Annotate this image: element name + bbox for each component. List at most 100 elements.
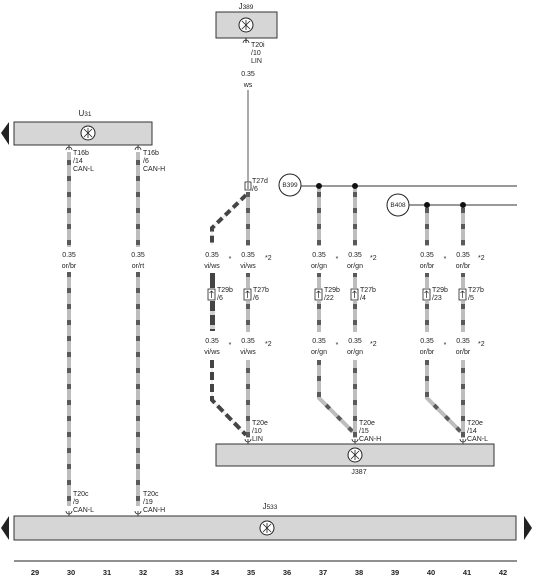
wire-41-segment-3: [461, 301, 465, 332]
w40-conn: T29b: [432, 287, 448, 294]
w38-ref-2: *2: [370, 341, 377, 348]
w37-color-2: or/gn: [311, 349, 327, 356]
wire-37-segment-3: [317, 301, 321, 332]
component-j389: [215, 11, 278, 39]
w34-conn-pin: /6: [217, 295, 223, 302]
w40-star-1: *: [444, 256, 447, 263]
b399-node-37: [316, 183, 322, 189]
column-number-40: 40: [427, 568, 435, 577]
w30-top-pin: /14: [73, 158, 83, 165]
wire-35-segment-1: [246, 192, 250, 246]
w40-color-1: or/br: [420, 263, 435, 270]
column-number-31: 31: [103, 568, 111, 577]
column-number-34: 34: [211, 568, 220, 577]
w41-bot-signal: CAN-L: [467, 436, 488, 443]
b408-node-40: [424, 202, 430, 208]
component-j533: [13, 515, 517, 541]
wire-41-segment-4: [461, 360, 465, 438]
splice-b408-label: B408: [390, 202, 406, 209]
j387-pin-markers: [244, 438, 467, 444]
w40-size-1: 0.35: [420, 252, 434, 259]
column-number-35: 35: [247, 568, 255, 577]
wire-41-connector-t27b: [458, 288, 467, 301]
j533-continuation-arrow-right: [524, 516, 532, 540]
wire-40-segment-2: [425, 273, 429, 288]
w37-color-1: or/gn: [311, 263, 327, 270]
w32-top-pin: /6: [143, 158, 149, 165]
column-number-33: 33: [175, 568, 183, 577]
wire-37-connector-t29b: [314, 288, 323, 301]
w32-bot-connector: T20c: [143, 491, 159, 498]
w40-conn-pin: /23: [432, 295, 442, 302]
column-number-36: 36: [283, 568, 291, 577]
wire-30-segment-lower: [67, 272, 71, 506]
column-number-42: 42: [499, 568, 507, 577]
w32-top-connector: T16b: [143, 150, 159, 157]
wire-30-segment-upper: [67, 152, 71, 247]
w37-size-2: 0.35: [312, 338, 326, 345]
w35-size-2: 0.35: [241, 338, 255, 345]
u31-pin-markers: [65, 145, 142, 151]
j533-pin-markers: [65, 510, 142, 516]
w35-top-pin: /6: [252, 186, 258, 193]
wire-32-segment-lower: [136, 272, 140, 506]
w32-color: or/rt: [132, 263, 145, 270]
b408-node-41: [460, 202, 466, 208]
wire-34-segment-2: [210, 273, 215, 288]
wire-35-connector-t27d: [244, 181, 252, 191]
w37-star-1: *: [336, 256, 339, 263]
w34-conn: T29b: [217, 287, 233, 294]
w40-color-2: or/br: [420, 349, 435, 356]
wire-34-segment-3: [210, 301, 215, 331]
column-number-38: 38: [355, 568, 363, 577]
w38-bot-connector: T20e: [359, 420, 375, 427]
wire-40-segment-1: [425, 208, 429, 246]
b399-node-38: [352, 183, 358, 189]
wire-38-segment-2: [353, 273, 357, 288]
w35-ref-1: *2: [265, 255, 272, 262]
column-number-30: 30: [67, 568, 75, 577]
wire-37-segment-1: [317, 189, 321, 246]
lin-wire-color: ws: [243, 82, 253, 89]
w35-conn: T27b: [253, 287, 269, 294]
column-number-37: 37: [319, 568, 327, 577]
w37-conn-pin: /22: [324, 295, 334, 302]
wire-40-segment-3: [425, 301, 429, 332]
wire-38-segment-4: [353, 360, 357, 438]
w38-ref-1: *2: [370, 255, 377, 262]
w38-size-1: 0.35: [348, 252, 362, 259]
wire-40-connector-t29b: [422, 288, 431, 301]
j389-pin-number: /10: [251, 50, 261, 57]
j533-continuation-arrow-left: [1, 516, 9, 540]
w41-bot-pin: /14: [467, 428, 477, 435]
component-u31: [13, 121, 153, 146]
w35-bot-connector: T20e: [252, 420, 268, 427]
w35-bot-pin: /10: [252, 428, 262, 435]
w34-size-2: 0.35: [205, 338, 219, 345]
wire-41-segment-1: [461, 208, 465, 246]
w41-size-1: 0.35: [456, 252, 470, 259]
w38-bot-signal: CAN-H: [359, 436, 381, 443]
wire-40-branch-bottom: [425, 360, 463, 434]
column-number-32: 32: [139, 568, 147, 577]
column-number-41: 41: [463, 568, 471, 577]
wire-38-segment-3: [353, 301, 357, 332]
column-number-29: 29: [31, 568, 39, 577]
j389-pin-connector: T20i: [251, 42, 265, 49]
w37-size-1: 0.35: [312, 252, 326, 259]
wire-37-branch-bottom: [317, 360, 355, 434]
wire-35-segment-4: [246, 360, 250, 438]
w30-bot-pin: /9: [73, 499, 79, 506]
w38-bot-pin: /15: [359, 428, 369, 435]
w40-size-2: 0.35: [420, 338, 434, 345]
wire-35-connector-t27b: [243, 288, 252, 301]
wire-34-connector-t29b: [207, 288, 216, 301]
w30-size: 0.35: [62, 252, 76, 259]
w41-conn: T27b: [468, 287, 484, 294]
w40-star-2: *: [444, 342, 447, 349]
w32-bot-signal: CAN-H: [143, 507, 165, 514]
wire-38-connector-t27b: [350, 288, 359, 301]
w30-bot-signal: CAN-L: [73, 507, 94, 514]
j389-label: J389: [239, 2, 254, 11]
